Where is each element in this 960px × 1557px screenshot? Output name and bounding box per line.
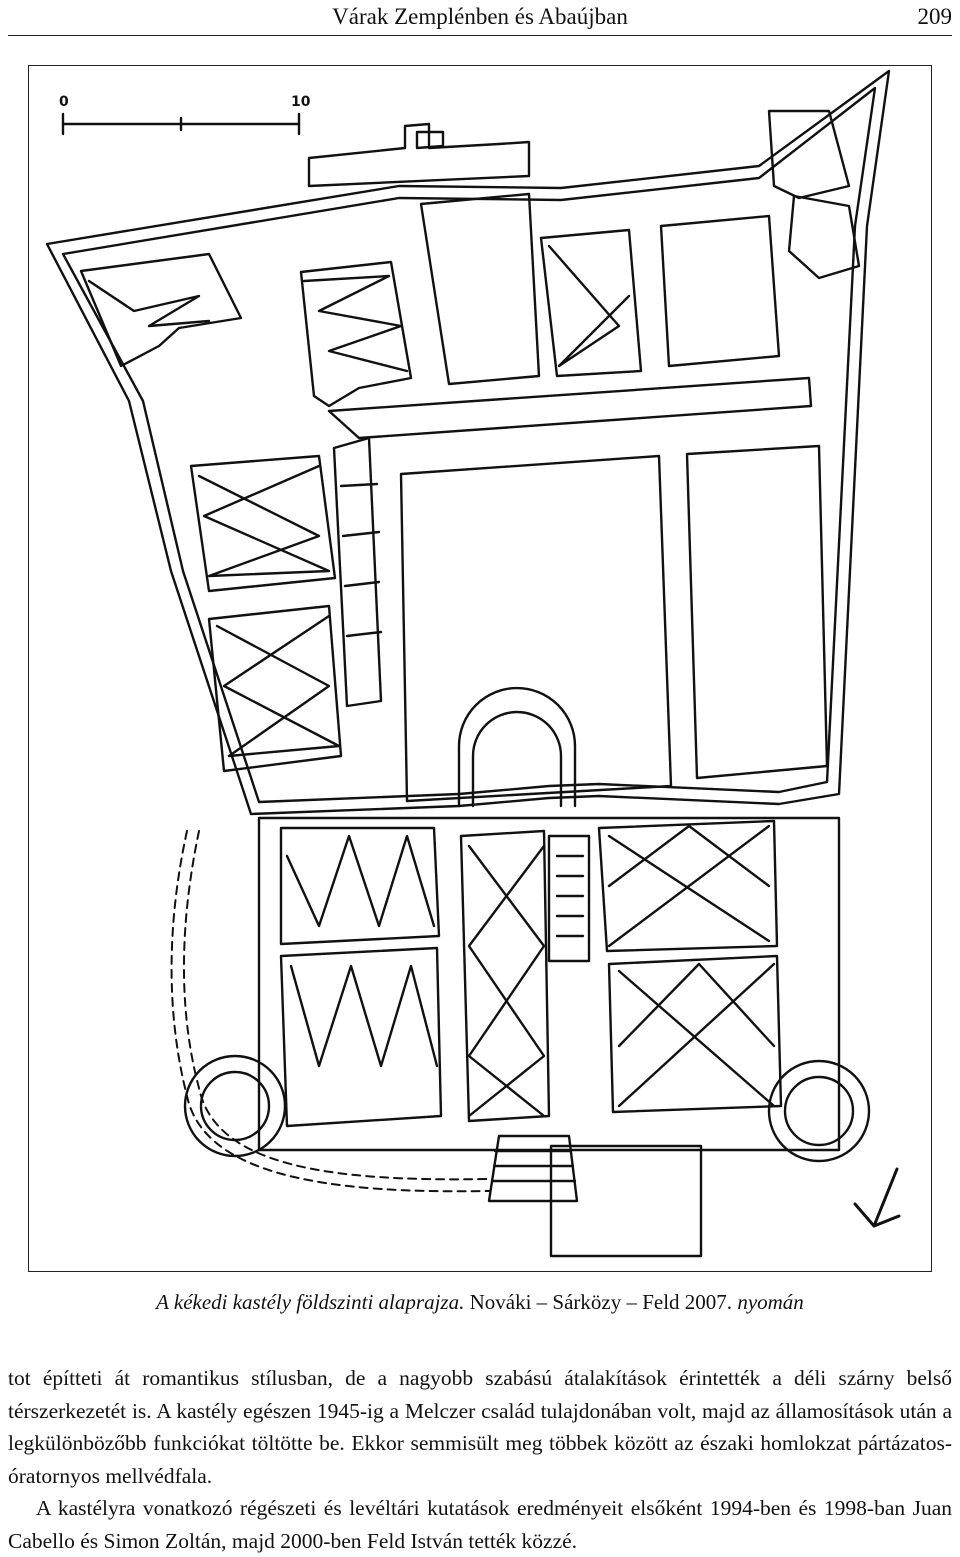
running-header: Várak Zemplénben és Abaújban 209 xyxy=(8,2,952,36)
scale-bar: 0 10 xyxy=(59,94,311,136)
south-block xyxy=(257,816,841,1152)
apse-tower xyxy=(457,686,577,808)
figure-caption: A kékedi kastély földszinti alaprajza. N… xyxy=(0,1290,960,1315)
running-title: Várak Zemplénben és Abaújban xyxy=(332,4,628,29)
scale-label-end: 10 xyxy=(291,94,311,110)
outer-walls xyxy=(45,69,891,816)
entrance-stairs xyxy=(487,1134,703,1258)
east-wing-room xyxy=(685,444,829,780)
header-rule xyxy=(8,35,952,36)
dashed-outer-path xyxy=(170,830,490,1193)
page-number: 209 xyxy=(917,4,953,29)
north-arrow-icon xyxy=(853,1167,901,1228)
paragraph-2: A kastélyra vonatkozó régészeti és levél… xyxy=(8,1496,952,1553)
west-wing-rooms xyxy=(189,454,343,773)
corner-towers xyxy=(183,1054,871,1163)
caption-title: A kékedi kastély földszinti alaprajza. xyxy=(156,1290,465,1314)
floor-plan-drawing: 0 10 xyxy=(45,69,901,1258)
paragraph-1: tot építteti át romantikus stílusban, de… xyxy=(8,1366,952,1488)
corridors xyxy=(327,376,813,708)
body-text: tot építteti át romantikus stílusban, de… xyxy=(8,1362,952,1557)
floor-plan-figure: 0 10 xyxy=(28,65,932,1272)
caption-suffix: nyomán xyxy=(737,1290,804,1314)
courtyard xyxy=(399,454,673,803)
caption-source: Nováki – Sárközy – Feld 2007. xyxy=(469,1290,733,1314)
north-wing-rooms xyxy=(79,109,861,408)
scale-label-start: 0 xyxy=(59,94,69,110)
